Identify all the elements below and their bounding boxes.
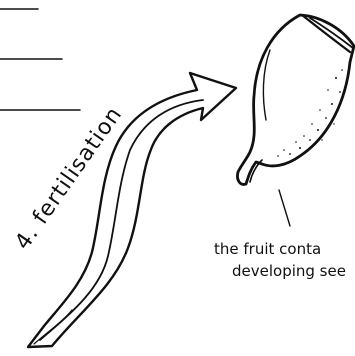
- caption-line-2: developing see: [232, 262, 346, 280]
- fruit-stippling: [277, 69, 343, 157]
- fruit-drawing: [237, 15, 354, 184]
- fruit-inner-contour: [263, 50, 270, 120]
- label-pointer-line: [279, 190, 290, 226]
- answer-lines: [0, 9, 80, 110]
- fruit-rim-band: [310, 18, 353, 48]
- caption-line-1: the fruit conta: [214, 240, 321, 258]
- stage-label: 4. fertilisation: [10, 102, 127, 254]
